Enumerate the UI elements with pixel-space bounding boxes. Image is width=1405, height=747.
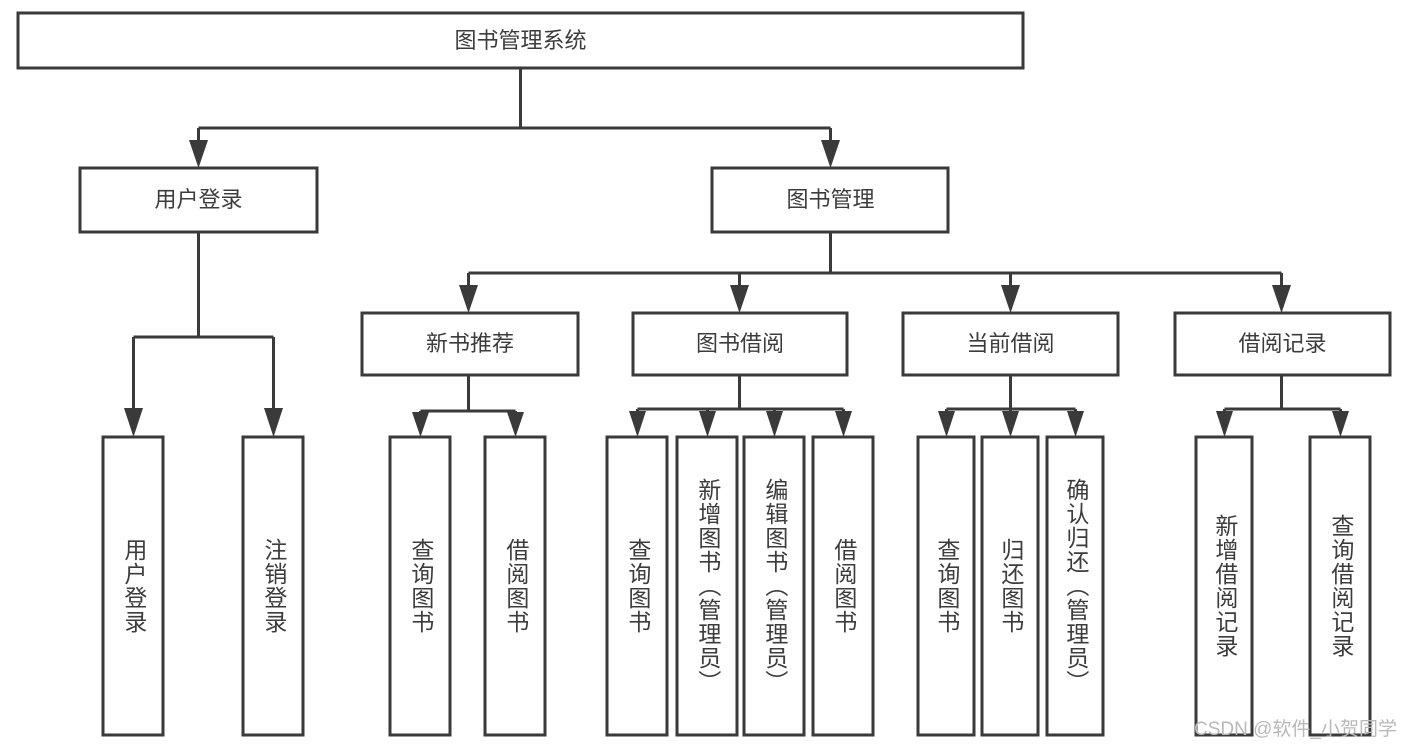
node-leaf-return-book-box[interactable] (980, 435, 1040, 737)
node-borrow-record[interactable]: 借阅记录 (1173, 311, 1392, 377)
node-leaf-user-login[interactable]: 用户登录 (101, 435, 165, 737)
node-leaf-query-book-borrow-label: 查询图书 (624, 538, 651, 634)
node-book-borrow-box[interactable] (631, 311, 849, 377)
node-leaf-borrow-book-label: 借阅图书 (830, 538, 857, 634)
node-new-book-recommend-box[interactable] (360, 311, 580, 377)
node-leaf-query-book-new-box[interactable] (388, 435, 452, 737)
arrow-to-leaf-query-book-new (412, 412, 429, 437)
node-leaf-query-record-box[interactable] (1308, 435, 1372, 737)
node-leaf-add-book-label: 新增图书（管理员） (694, 478, 721, 694)
node-leaf-borrow-book-new[interactable]: 借阅图书 (483, 435, 547, 737)
node-book-borrow-label: 图书借阅 (696, 331, 784, 356)
arrow-to-leaf-add-record (1216, 411, 1233, 437)
arrow-to-leaf-query-record (1332, 411, 1349, 437)
arrow-to-leaf-query-book-cur (938, 411, 955, 437)
node-new-book-recommend[interactable]: 新书推荐 (360, 311, 580, 377)
node-leaf-query-book-new-label: 查询图书 (407, 538, 434, 634)
node-current-borrow-label: 当前借阅 (966, 331, 1054, 356)
node-book-borrow[interactable]: 图书借阅 (631, 311, 849, 377)
node-leaf-query-book-cur-box[interactable] (916, 435, 976, 737)
node-leaf-query-record[interactable]: 查询借阅记录 (1308, 435, 1372, 737)
arrow-to-leaf-borrow-book-new (507, 412, 524, 437)
arrow-to-leaf-query-book-borrow (629, 411, 646, 437)
node-leaf-add-book-box[interactable] (675, 435, 739, 737)
arrow-to-book-manage (821, 140, 840, 168)
node-new-book-recommend-label: 新书推荐 (426, 331, 514, 356)
node-borrow-record-label: 借阅记录 (1238, 331, 1326, 356)
node-leaf-confirm-return-box[interactable] (1045, 435, 1105, 737)
node-leaf-borrow-book-new-box[interactable] (483, 435, 547, 737)
arrow-to-leaf-add-book (699, 411, 716, 437)
node-leaf-edit-book-label: 编辑图书（管理员） (761, 478, 788, 694)
node-book-manage[interactable]: 图书管理 (710, 166, 950, 234)
node-leaf-add-record-box[interactable] (1194, 435, 1254, 737)
node-user-login-label: 用户登录 (154, 187, 242, 212)
connector-layer (124, 68, 1349, 437)
node-leaf-query-book-new[interactable]: 查询图书 (388, 435, 452, 737)
arrow-to-leaf-edit-book (766, 411, 783, 437)
node-leaf-return-book[interactable]: 归还图书 (980, 435, 1040, 737)
node-leaf-query-book-cur-label: 查询图书 (933, 538, 960, 634)
arrow-to-leaf-return-book (1002, 411, 1019, 437)
node-leaf-borrow-book-box[interactable] (811, 435, 875, 737)
node-leaf-return-book-label: 归还图书 (997, 538, 1024, 634)
node-leaf-query-record-label: 查询借阅记录 (1327, 514, 1354, 658)
node-leaf-user-login-box[interactable] (101, 435, 165, 737)
node-user-login-box[interactable] (78, 166, 319, 234)
node-leaf-query-book-borrow-box[interactable] (605, 435, 669, 737)
arrow-to-leaf-confirm-return (1067, 411, 1084, 437)
node-root[interactable]: 图书管理系统 (16, 11, 1025, 70)
node-leaf-user-logout[interactable]: 注销登录 (241, 435, 305, 737)
node-leaf-query-book-cur[interactable]: 查询图书 (916, 435, 976, 737)
arrow-to-new-book-recommend (459, 285, 478, 313)
node-leaf-confirm-return[interactable]: 确认归还（管理员） (1045, 435, 1105, 737)
arrow-to-leaf-user-login (124, 408, 143, 437)
arrow-to-book-borrow (730, 285, 749, 313)
node-root-box[interactable] (16, 11, 1025, 70)
node-borrow-record-box[interactable] (1173, 311, 1392, 377)
node-leaf-add-book[interactable]: 新增图书（管理员） (675, 435, 739, 737)
node-book-manage-label: 图书管理 (786, 187, 874, 212)
arrow-to-leaf-user-logout (264, 408, 283, 437)
node-leaf-user-logout-box[interactable] (241, 435, 305, 737)
node-leaf-edit-book[interactable]: 编辑图书（管理员） (742, 435, 806, 737)
node-leaf-borrow-book-new-label: 借阅图书 (502, 538, 529, 634)
arrow-to-user-login (189, 140, 208, 168)
node-book-manage-box[interactable] (710, 166, 950, 234)
node-current-borrow-box[interactable] (901, 311, 1120, 377)
node-leaf-confirm-return-label: 确认归还（管理员） (1062, 478, 1089, 694)
node-leaf-borrow-book[interactable]: 借阅图书 (811, 435, 875, 737)
node-current-borrow[interactable]: 当前借阅 (901, 311, 1120, 377)
node-leaf-user-logout-label: 注销登录 (260, 538, 287, 634)
node-leaf-query-book-borrow[interactable]: 查询图书 (605, 435, 669, 737)
node-leaf-edit-book-box[interactable] (742, 435, 806, 737)
node-root-label: 图书管理系统 (454, 28, 586, 53)
node-leaf-add-record[interactable]: 新增借阅记录 (1194, 435, 1254, 737)
arrow-to-leaf-borrow-book (835, 411, 852, 437)
node-leaf-add-record-label: 新增借阅记录 (1211, 514, 1238, 658)
node-leaf-user-login-label: 用户登录 (120, 538, 147, 634)
arrow-to-borrow-record (1272, 285, 1291, 313)
node-user-login[interactable]: 用户登录 (78, 166, 319, 234)
arrow-to-current-borrow (1001, 285, 1020, 313)
